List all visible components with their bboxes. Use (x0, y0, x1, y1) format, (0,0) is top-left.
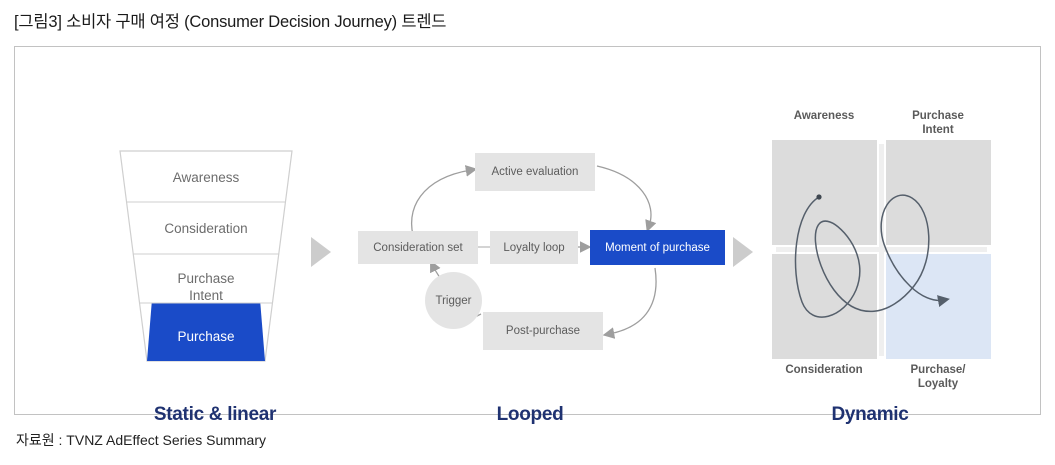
funnel-level-consideration: Consideration (164, 221, 248, 236)
funnel-diagram: Awareness Consideration Purchase Intent … (115, 148, 297, 364)
loop-node-consideration-set[interactable]: Consideration set (358, 231, 478, 264)
loop-node-post-purchase[interactable]: Post-purchase (483, 312, 603, 350)
quadrant-cell-awareness (772, 140, 877, 245)
page-title: [그림3] 소비자 구매 여정 (Consumer Decision Journ… (14, 13, 447, 31)
funnel-level-purchase-intent: Purchase Intent (177, 271, 235, 303)
stage-caption-static-linear: Static & linear (153, 404, 277, 425)
loop-node-loyalty-loop[interactable]: Loyalty loop (490, 231, 578, 264)
stage-transition-arrow-icon-1 (311, 237, 331, 267)
loop-node-moment-of-purchase[interactable]: Moment of purchase (590, 230, 725, 265)
dynamic-quadrant-diagram: Awareness Purchase Intent Consideration … (766, 105, 1002, 395)
funnel-level-purchase: Purchase (177, 329, 235, 344)
quadrant-grid (772, 140, 991, 360)
quadrant-cell-purchase-intent (886, 140, 991, 245)
quadrant-label-awareness: Awareness (793, 110, 855, 122)
dynamic-journey-path (776, 144, 987, 356)
quadrant-label-purchase-loyalty: Purchase/ Loyalty (910, 364, 966, 390)
loop-node-trigger[interactable]: Trigger (425, 272, 482, 329)
stage-caption-looped: Looped (496, 404, 564, 425)
loop-node-active-evaluation[interactable]: Active evaluation (475, 153, 595, 191)
funnel-shape (119, 150, 293, 362)
looped-journey-diagram: Active evaluation Consideration set Loya… (345, 142, 730, 372)
stage-caption-dynamic: Dynamic (831, 404, 909, 425)
figure-frame: Awareness Consideration Purchase Intent … (14, 46, 1041, 425)
quadrant-label-purchase-intent: Purchase Intent (912, 110, 964, 136)
quadrant-label-consideration: Consideration (785, 364, 863, 376)
source-note: 자료원 : TVNZ AdEffect Series Summary (16, 432, 267, 448)
funnel-level-awareness: Awareness (172, 170, 240, 185)
stage-transition-arrow-icon-2 (733, 237, 753, 267)
